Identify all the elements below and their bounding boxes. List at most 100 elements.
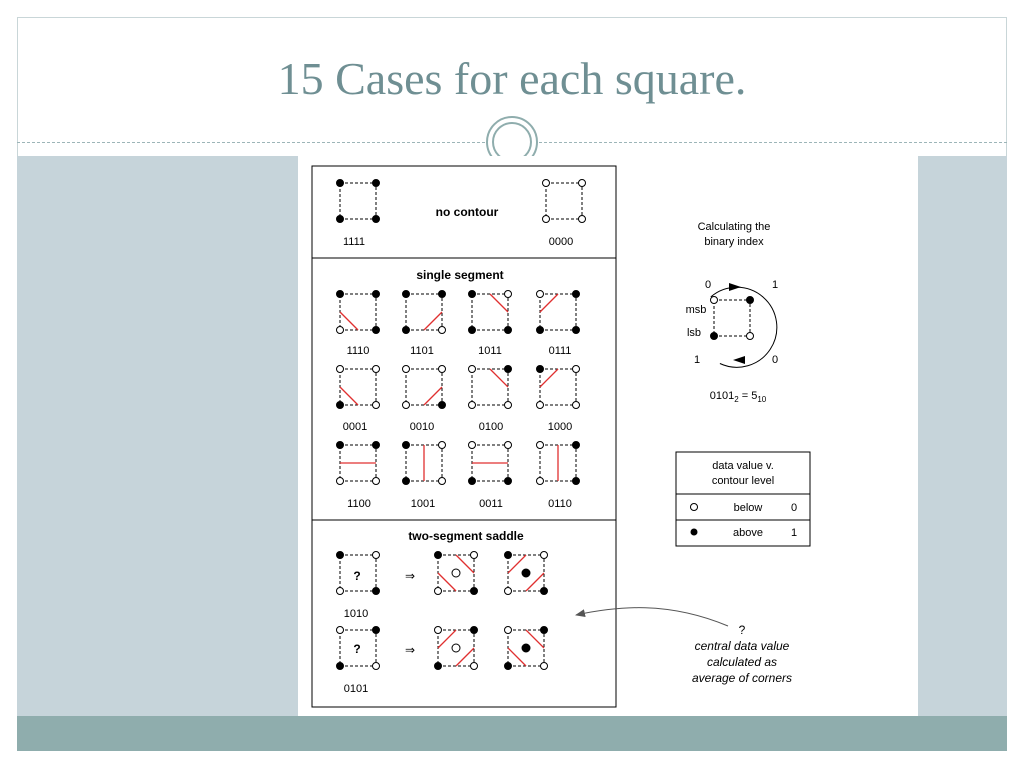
below-corner-dot — [504, 441, 512, 449]
above-corner-dot — [710, 332, 718, 340]
below-corner-dot — [372, 662, 380, 670]
above-corner-dot — [336, 441, 344, 449]
above-corner-dot — [536, 365, 544, 373]
center-above-dot — [521, 643, 531, 653]
above-corner-dot — [540, 587, 548, 595]
above-corner-dot — [372, 441, 380, 449]
below-corner-dot — [372, 551, 380, 559]
above-corner-dot — [372, 626, 380, 634]
below-corner-dot — [504, 626, 512, 634]
corner-bit-label: 1 — [772, 279, 778, 291]
reading-order-arc — [710, 286, 778, 368]
below-corner-dot — [536, 477, 544, 485]
legend-value: 1 — [791, 527, 797, 539]
legend-table — [675, 451, 811, 547]
annotation-text: central data value — [695, 639, 790, 653]
case-code: 0000 — [549, 236, 573, 248]
case-square — [405, 368, 443, 406]
slide-title: 15 Cases for each square. — [277, 53, 747, 104]
above-corner-dot — [402, 441, 410, 449]
above-corner-dot — [438, 290, 446, 298]
contour-segment — [455, 554, 475, 574]
above-corner-dot — [468, 477, 476, 485]
center-above-dot — [521, 568, 531, 578]
below-corner-dot — [336, 587, 344, 595]
below-corner-dot — [572, 365, 580, 373]
above-corner-dot — [504, 477, 512, 485]
above-corner-dot — [336, 551, 344, 559]
cases-table — [311, 165, 617, 708]
center-below-dot — [451, 568, 461, 578]
contour-segment — [539, 293, 559, 313]
above-corner-dot — [372, 326, 380, 334]
below-corner-dot — [746, 332, 754, 340]
above-corner-dot — [540, 626, 548, 634]
implies-arrow: ⇒ — [405, 643, 415, 657]
case-square — [339, 368, 377, 406]
case-code: 1001 — [411, 498, 435, 510]
annotation-mark: ? — [739, 623, 746, 637]
above-corner-dot — [468, 326, 476, 334]
above-corner-dot — [336, 215, 344, 223]
below-corner-dot — [710, 296, 718, 304]
below-corner-dot — [372, 401, 380, 409]
case-code: 1111 — [343, 236, 365, 248]
side-band-left — [17, 156, 298, 716]
below-corner-dot — [468, 401, 476, 409]
case-code: 0100 — [479, 421, 503, 433]
case-code: 0001 — [343, 421, 367, 433]
arc-arrowhead-top — [729, 283, 741, 291]
above-corner-dot — [336, 401, 344, 409]
marching-squares-figure: no contour single segment two-segment sa… — [298, 156, 918, 716]
above-corner-dot — [372, 215, 380, 223]
below-corner-dot — [470, 551, 478, 559]
case-code: 1101 — [410, 345, 434, 357]
below-corner-dot — [468, 441, 476, 449]
legend-header: data value v. — [712, 460, 774, 472]
binary-formula: 01012 = 510 — [710, 390, 767, 404]
contour-segment — [339, 386, 359, 406]
case-code: 0011 — [479, 498, 503, 510]
case-code: 1100 — [347, 498, 371, 510]
below-corner-dot — [504, 290, 512, 298]
contour-segment — [437, 572, 457, 592]
above-corner-dot — [402, 477, 410, 485]
case-square — [545, 182, 583, 220]
above-corner-dot — [336, 290, 344, 298]
above-corner-dot — [504, 662, 512, 670]
case-square — [539, 293, 577, 331]
below-marker-icon — [690, 503, 698, 511]
implies-arrow: ⇒ — [405, 569, 415, 583]
below-corner-dot — [438, 441, 446, 449]
case-code: 0111 — [549, 345, 572, 357]
above-corner-dot — [468, 290, 476, 298]
above-corner-dot — [572, 441, 580, 449]
above-corner-dot — [572, 326, 580, 334]
above-corner-dot — [336, 662, 344, 670]
above-corner-dot — [504, 365, 512, 373]
below-corner-dot — [572, 401, 580, 409]
above-corner-dot — [504, 326, 512, 334]
below-corner-dot — [536, 441, 544, 449]
corner-bit-label: 0 — [705, 279, 711, 291]
footer-bar — [17, 716, 1007, 751]
contour-segment — [507, 554, 527, 574]
below-corner-dot — [372, 477, 380, 485]
case-square — [339, 293, 377, 331]
saddle-heading: two-segment saddle — [408, 529, 524, 543]
binary-index-title: binary index — [704, 236, 764, 248]
side-band-right — [918, 156, 1007, 716]
unknown-center-mark: ? — [353, 569, 360, 583]
corner-bit-label: 0 — [772, 354, 778, 366]
below-corner-dot — [468, 365, 476, 373]
unknown-center-mark: ? — [353, 642, 360, 656]
contour-segment — [525, 629, 545, 649]
title-divider-right — [539, 142, 1007, 143]
case-code: 1000 — [548, 421, 572, 433]
case-code: 0101 — [344, 683, 368, 695]
below-corner-dot — [470, 662, 478, 670]
case-code: 1011 — [478, 345, 502, 357]
case-square — [339, 182, 377, 220]
below-corner-dot — [372, 365, 380, 373]
legend-value: 0 — [791, 502, 797, 514]
